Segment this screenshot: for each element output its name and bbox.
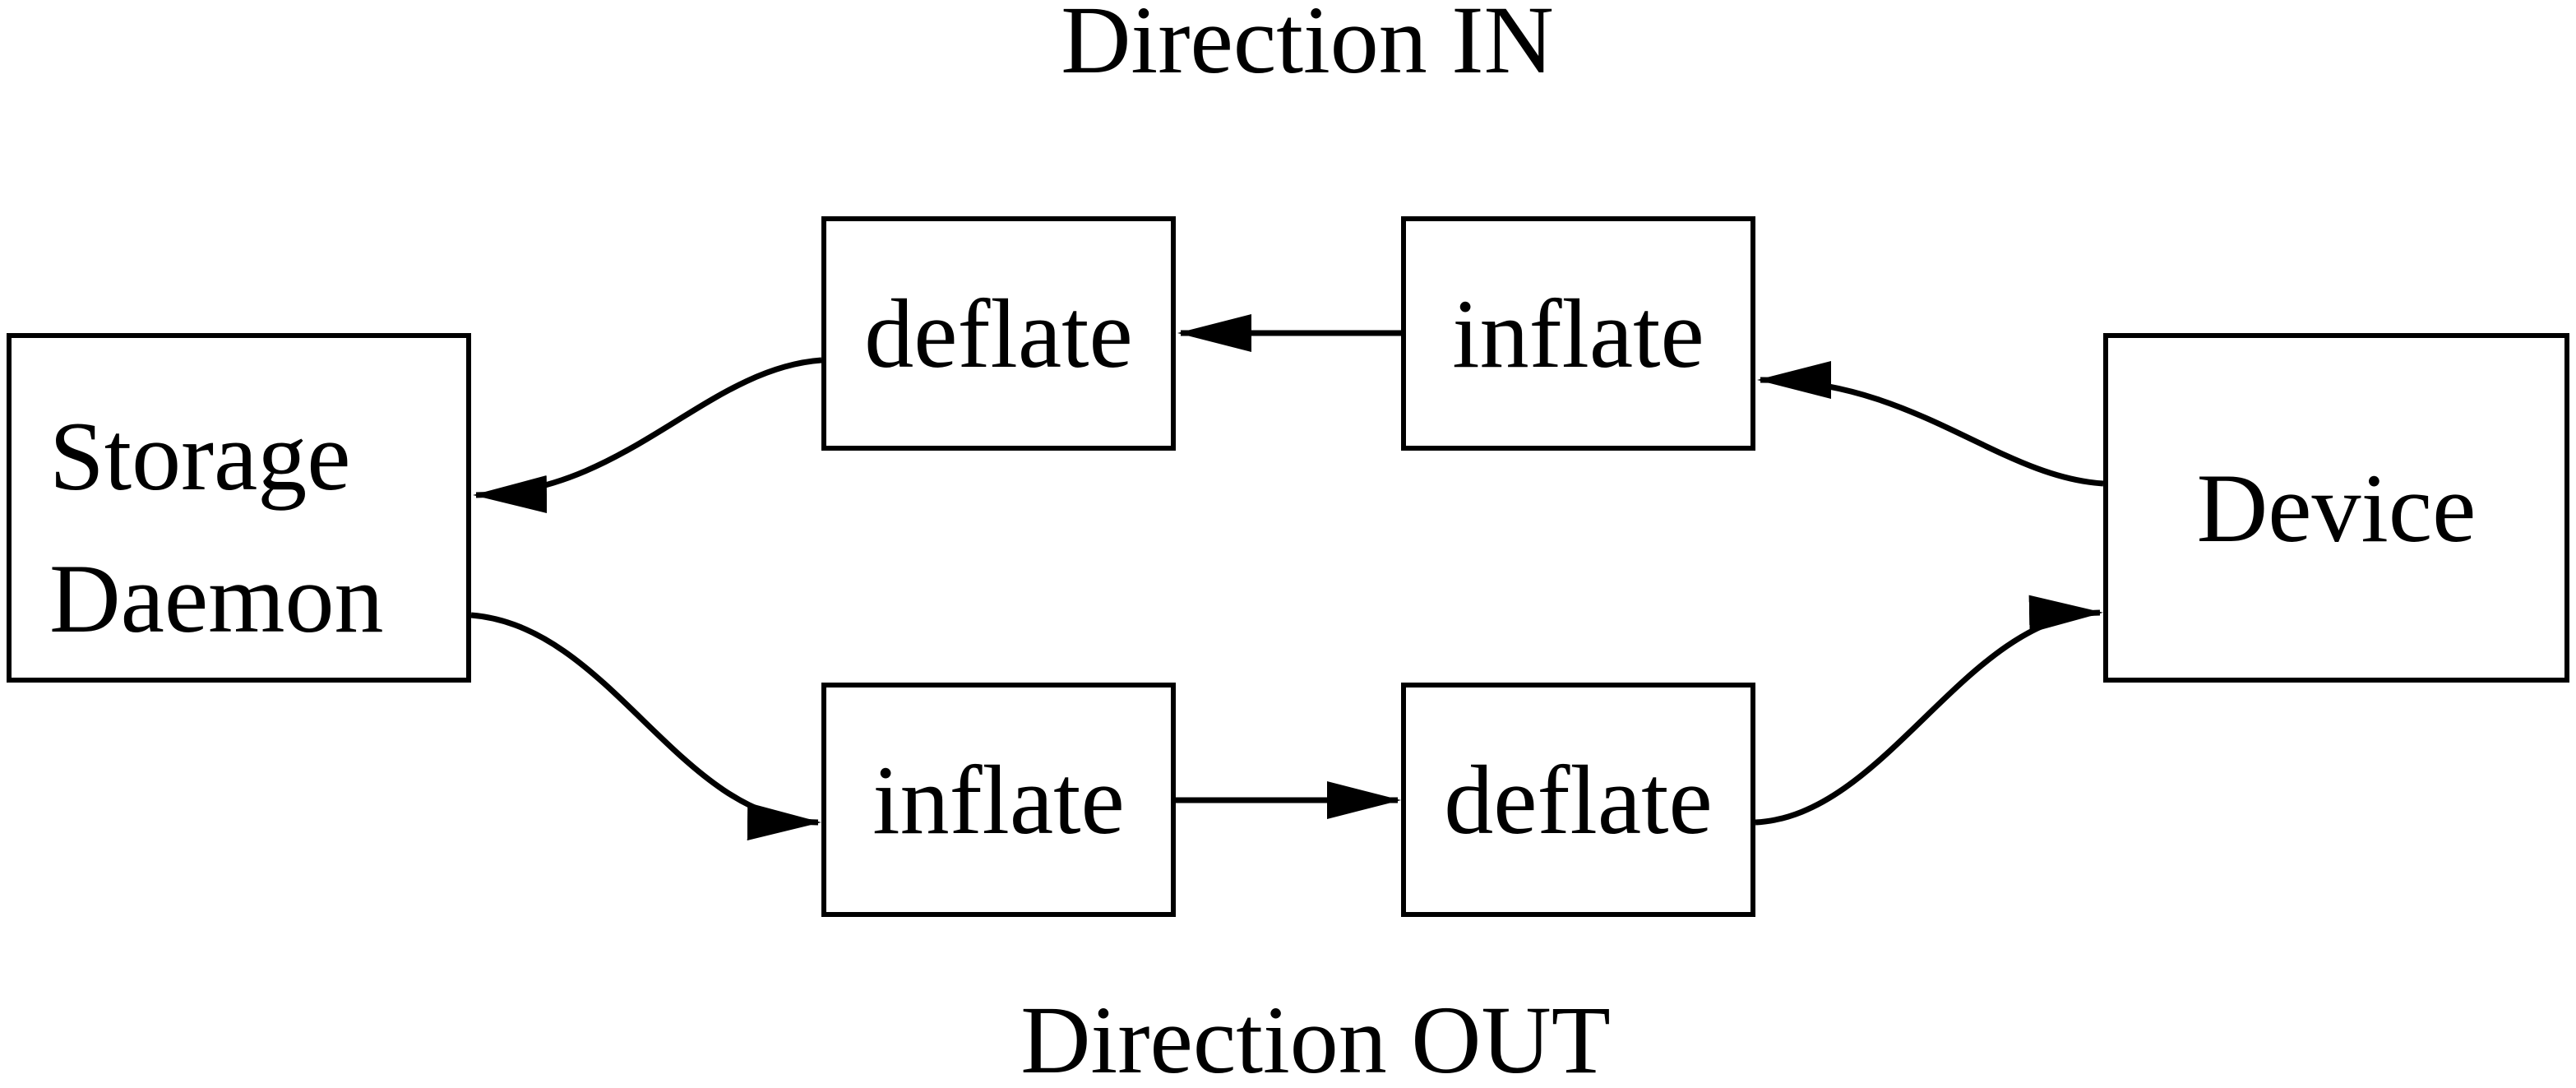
title-direction-in: Direction IN [1061,0,1554,94]
node-inflate-in: inflate [1401,216,1755,451]
node-deflate-out: deflate [1401,683,1755,917]
edge-deflate-in-to-storage-daemon [473,357,822,513]
edge-storage-daemon-to-inflate-out [470,612,821,840]
node-storage-daemon-label-line1: Storage [49,401,351,511]
node-inflate-out: inflate [821,683,1176,917]
node-inflate-out-label: inflate [872,744,1125,854]
node-device-label: Device [2196,452,2477,563]
node-deflate-in: deflate [821,216,1176,451]
edge-device-to-inflate-in [1757,361,2104,487]
node-inflate-in-label: inflate [1452,278,1704,388]
title-direction-out: Direction OUT [1020,986,1611,1088]
node-deflate-in-label: deflate [864,278,1133,388]
node-deflate-out-label: deflate [1444,744,1713,854]
node-storage-daemon: Storage Daemon [7,333,471,683]
node-device: Device [2103,333,2569,683]
edge-deflate-out-to-device [1755,595,2103,826]
node-storage-daemon-label-line2: Daemon [49,543,384,653]
